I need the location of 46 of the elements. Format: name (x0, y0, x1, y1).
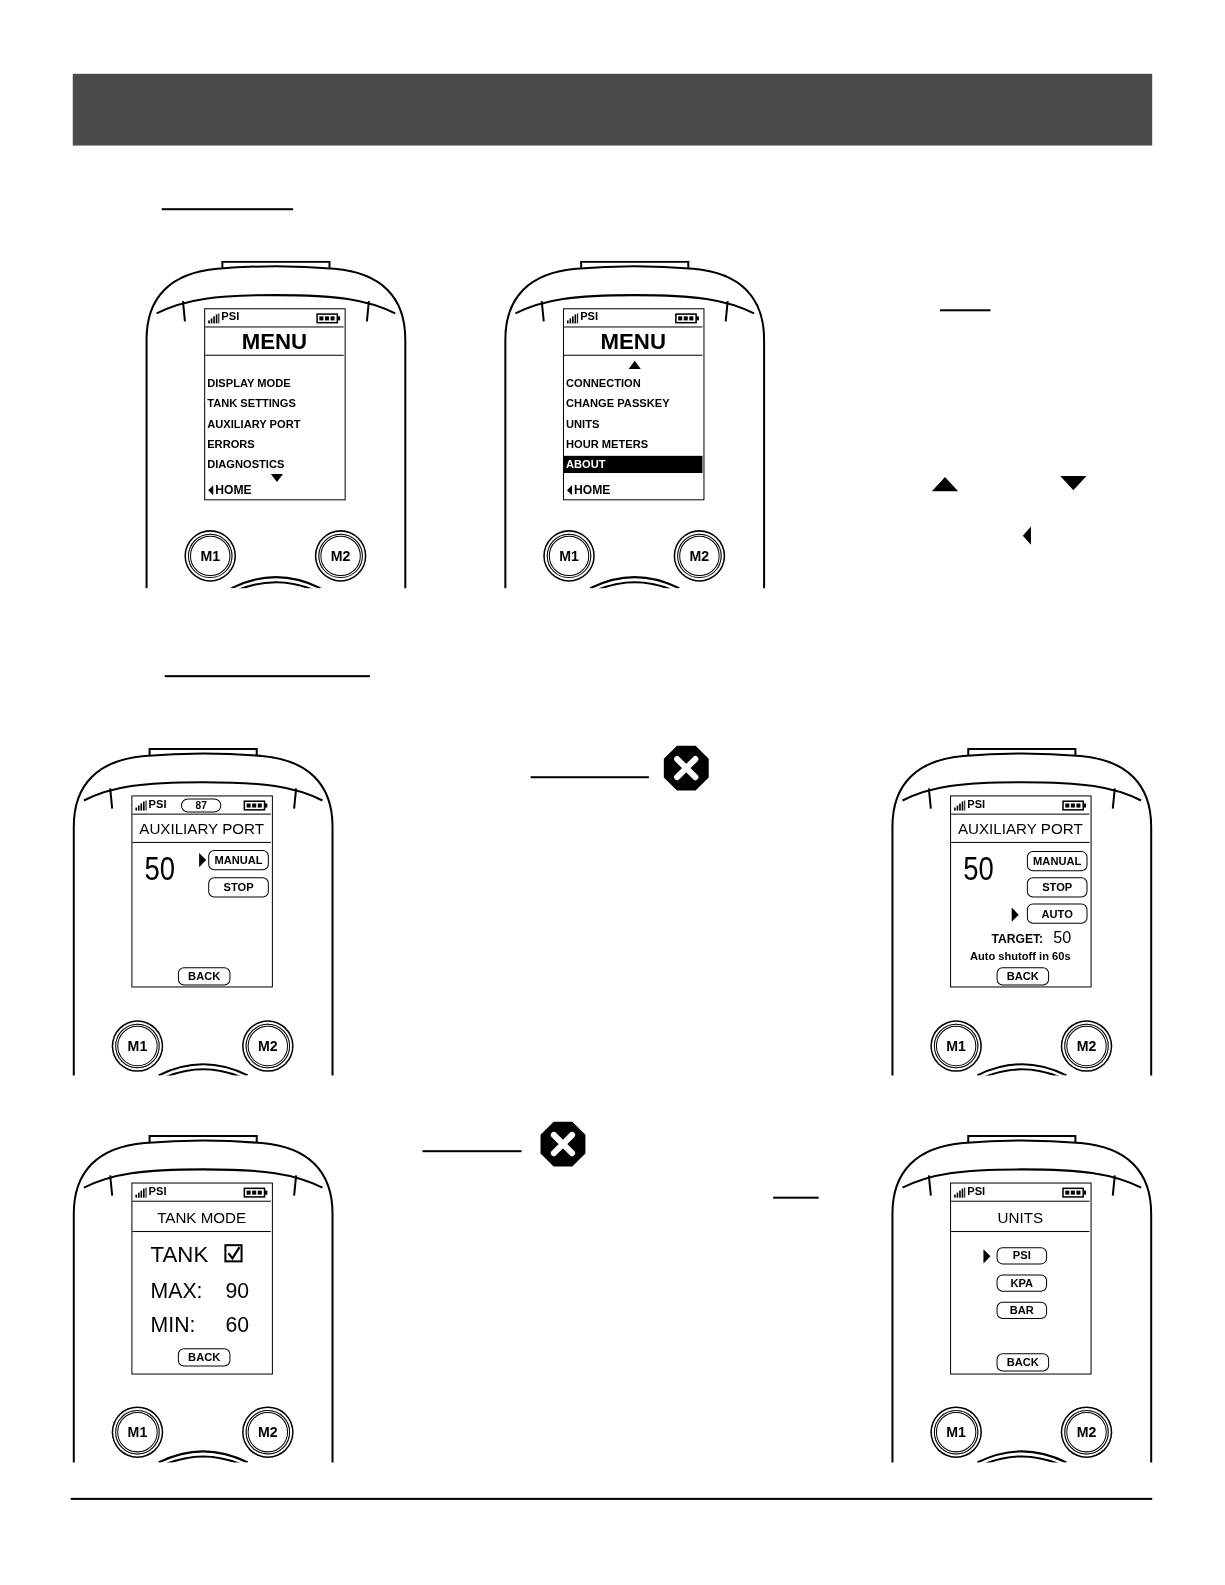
status-text: PSI (967, 798, 986, 810)
screen-text: 90 (225, 1279, 249, 1301)
device-button: M1 (115, 1023, 160, 1069)
screen-title: AUXILIARY PORT (138, 820, 265, 836)
status-text: PSI (148, 798, 167, 810)
pressure-value: 50 (144, 853, 176, 886)
device-button: M1 (933, 1409, 979, 1455)
screen-text: TARGET: (991, 932, 1044, 945)
device-button: M1 (546, 533, 592, 579)
device-button: M1 (115, 1409, 160, 1455)
menu-item: DIAGNOSTICS (206, 456, 286, 472)
screen-title: UNITS (996, 1209, 1045, 1225)
screen-text: TANK (150, 1244, 209, 1267)
status-badge: 87 (180, 798, 222, 813)
selected-menu-item: ABOUT (563, 455, 703, 473)
status-text: PSI (580, 311, 599, 323)
status-text: PSI (967, 1185, 986, 1197)
screen-title: MENU (240, 330, 309, 353)
screen-title: TANK MODE (156, 1209, 248, 1225)
home-label: HOME (574, 484, 611, 497)
pressure-value: 50 (963, 853, 994, 886)
status-text: PSI (148, 1185, 167, 1197)
device-button: M2 (245, 1409, 291, 1455)
device-button: M2 (677, 533, 722, 579)
screen-text: Auto shutoff in 60s (968, 951, 1072, 963)
device-button: M2 (318, 533, 363, 579)
screen-title: MENU (599, 330, 667, 353)
device-button: M2 (1064, 1023, 1109, 1069)
menu-item: DISPLAY MODE (206, 376, 292, 392)
menu-item: UNITS (565, 416, 601, 432)
home-label: HOME (215, 484, 252, 497)
menu-item: AUXILIARY PORT (206, 416, 302, 432)
screen-text: 60 (225, 1313, 249, 1336)
screen-title: AUXILIARY PORT (956, 820, 1084, 836)
menu-item: ERRORS (206, 436, 256, 452)
device-button: M2 (1064, 1409, 1109, 1455)
screen-text: 50 (1053, 929, 1072, 946)
device-button: M2 (245, 1023, 291, 1069)
screen-text: MIN: (150, 1313, 196, 1336)
screen-text: MAX: (150, 1279, 203, 1301)
menu-item: CONNECTION (565, 376, 642, 392)
status-text: PSI (221, 311, 240, 323)
menu-item: HOUR METERS (565, 436, 650, 452)
menu-item: CHANGE PASSKEY (565, 396, 671, 412)
device-button: M1 (933, 1023, 979, 1069)
menu-item: TANK SETTINGS (206, 396, 297, 412)
